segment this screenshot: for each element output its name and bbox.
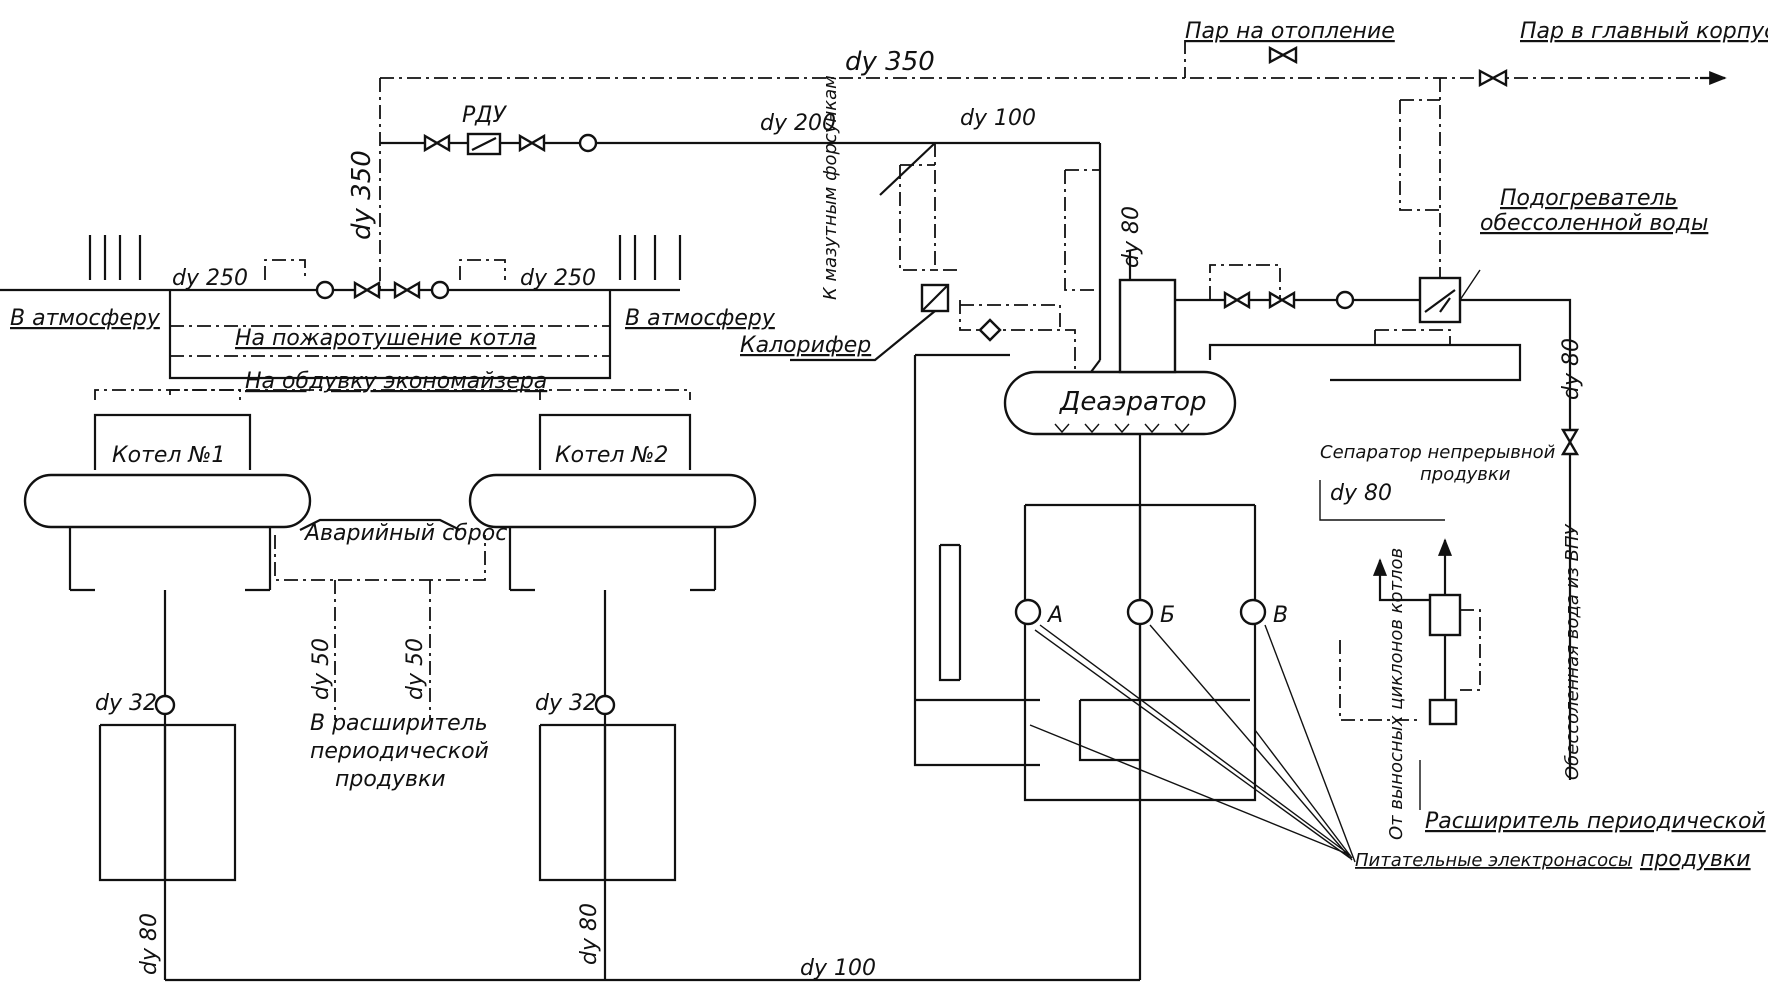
rdu-valves [423,133,598,153]
calorifer [790,283,1076,380]
label-to-expander-2: периодической [310,739,489,764]
label-separator-2: продувки [1420,464,1511,485]
label-dy50-b: dy 50 [403,638,428,700]
label-pump-c: В [1273,603,1288,628]
boiler-1-bottom-piping [98,590,237,980]
label-pump-b: Б [1160,603,1175,628]
label-from-boilers: От выносных циклонов котлов [1386,548,1407,840]
bottom-collector [165,960,1142,982]
valve-steam-main [1478,68,1508,88]
deaerator-bypass [1209,264,1451,345]
label-expander-periodic: Расширитель периодической [1425,809,1766,834]
label-boiler-1: Котел №1 [112,443,225,468]
label-heater-demin-1: Подогреватель [1500,186,1678,211]
label-dy350-vert: dy 350 [347,150,377,240]
label-emergency-discharge: Аварийный сброс [303,521,507,546]
label-dy80-right: dy 80 [1559,338,1584,400]
demin-water-line [1560,428,1580,780]
label-to-atm-right: В атмосферу [625,306,776,331]
boiler-2 [468,389,757,592]
label-rdu: РДУ [462,103,507,128]
boiler-2-bottom-piping [538,590,677,980]
label-fire-fighting: На пожаротушение котла [235,326,536,351]
label-fuel-burners: К мазутным форсункам [820,75,841,300]
label-pump-a: А [1046,603,1063,628]
label-dy32-right: dy 32 [535,691,597,716]
boiler-1 [23,389,312,592]
valve-steam-heating [1268,45,1298,65]
label-dy100-bottom: dy 100 [800,956,876,981]
bypass-loops-top [899,99,1440,291]
boiler-top-valves [264,259,506,300]
label-dy250-right: dy 250 [520,266,596,291]
label-dy200: dy 200 [760,111,836,136]
label-demin-water: Обессоленная вода из ВПУ [1562,523,1583,780]
label-dy80-separator: dy 80 [1330,481,1392,506]
label-feed-pumps: Питательные электронасосы [1355,850,1632,871]
label-dy350-top: dy 350 [845,47,935,77]
label-to-expander-1: В расширитель [310,711,488,736]
label-to-expander-3: продувки [335,767,446,792]
label-steam-main-building: Пар в главный корпус [1520,19,1768,44]
label-steam-heating: Пар на отопление [1185,19,1395,44]
deaerator-column [1118,278,1177,374]
label-heater-demin-2: обессоленной воды [1480,211,1708,236]
label-dy32-left: dy 32 [95,691,157,716]
separator [1319,480,1481,810]
demin-heater [1418,269,1481,324]
label-separator-1: Сепаратор непрерывной [1320,442,1556,463]
label-dy80-deaerator: dy 80 [1119,206,1144,268]
label-dy100-top: dy 100 [960,106,1036,131]
emergency-discharge [274,518,486,720]
label-economizer-blow: На обдувку экономайзера [245,369,547,394]
rdu-reducer [466,132,502,156]
label-calorifer: Калорифер [740,333,871,358]
label-boiler-2: Котел №2 [555,443,668,468]
feed-pumps [915,503,1267,802]
label-dy50-a: dy 50 [309,638,334,700]
deaerator-valves [1223,290,1355,310]
label-dy80-bottom-mid: dy 80 [577,903,602,965]
label-dy80-bottom-left: dy 80 [137,913,162,975]
label-deaerator: Деаэратор [1059,387,1207,417]
steam-main-line [379,40,1727,290]
label-to-atm-left: В атмосферу [10,306,161,331]
label-dy250-left: dy 250 [172,266,248,291]
boiler-top-header [0,235,682,292]
pump-leader-lines [1029,624,1356,863]
label-blowdown: продувки [1640,847,1751,872]
